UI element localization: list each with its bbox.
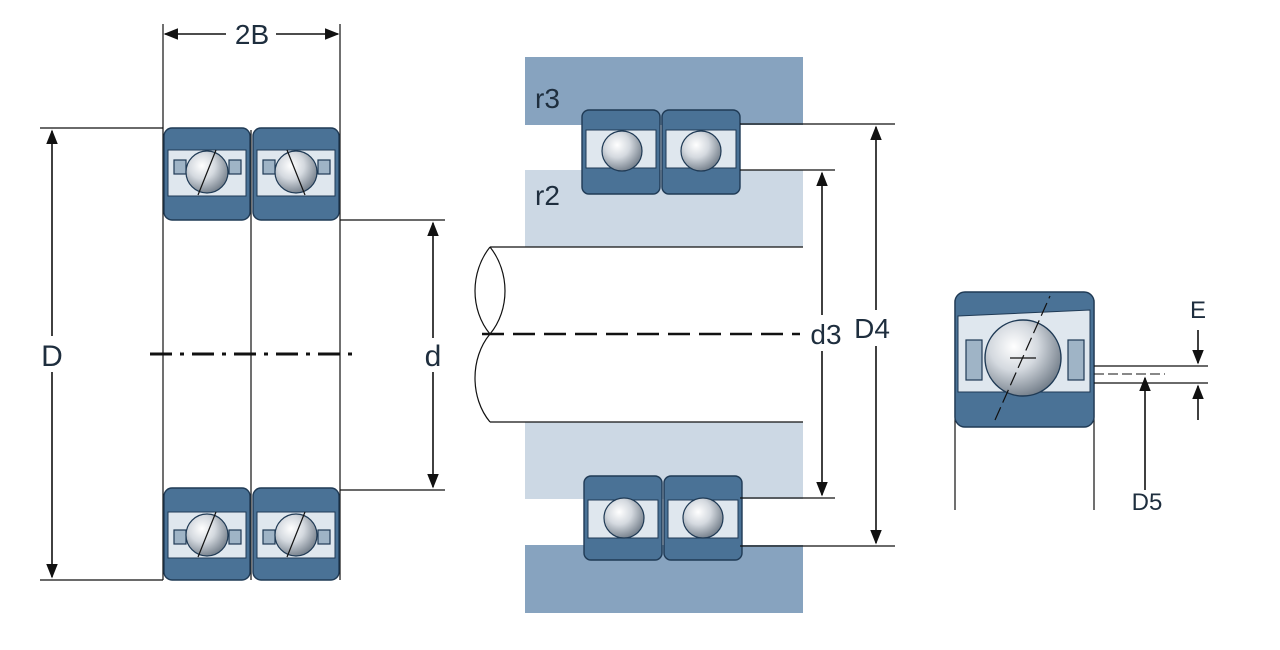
ball-icon bbox=[680, 130, 722, 172]
shaft-shoulder-label: d3 bbox=[810, 319, 841, 350]
left-bottom-bearings bbox=[163, 487, 340, 581]
offset-label: E bbox=[1190, 297, 1206, 324]
ball-icon bbox=[603, 497, 645, 539]
nozzle-diameter-label: D5 bbox=[1132, 489, 1163, 516]
housing-shoulder-label: D4 bbox=[854, 313, 890, 344]
detail-view: E D5 bbox=[954, 291, 1208, 516]
ball-icon bbox=[682, 497, 724, 539]
ball-icon bbox=[601, 130, 643, 172]
left-top-bearings bbox=[163, 127, 340, 221]
bore-label: d bbox=[425, 340, 442, 373]
housing-radius-label: r3 bbox=[535, 83, 560, 114]
width-label: 2B bbox=[235, 19, 269, 50]
mounting-view: r3 r2 d3 D4 bbox=[474, 57, 900, 613]
shaft-radius-label: r2 bbox=[535, 180, 560, 211]
mounted-top-bearings bbox=[581, 109, 741, 195]
outer-diameter-label: D bbox=[41, 340, 63, 373]
left-section-view: 2B D d bbox=[36, 18, 447, 581]
housing-bottom bbox=[525, 545, 803, 613]
mounted-bottom-bearings bbox=[583, 475, 743, 561]
